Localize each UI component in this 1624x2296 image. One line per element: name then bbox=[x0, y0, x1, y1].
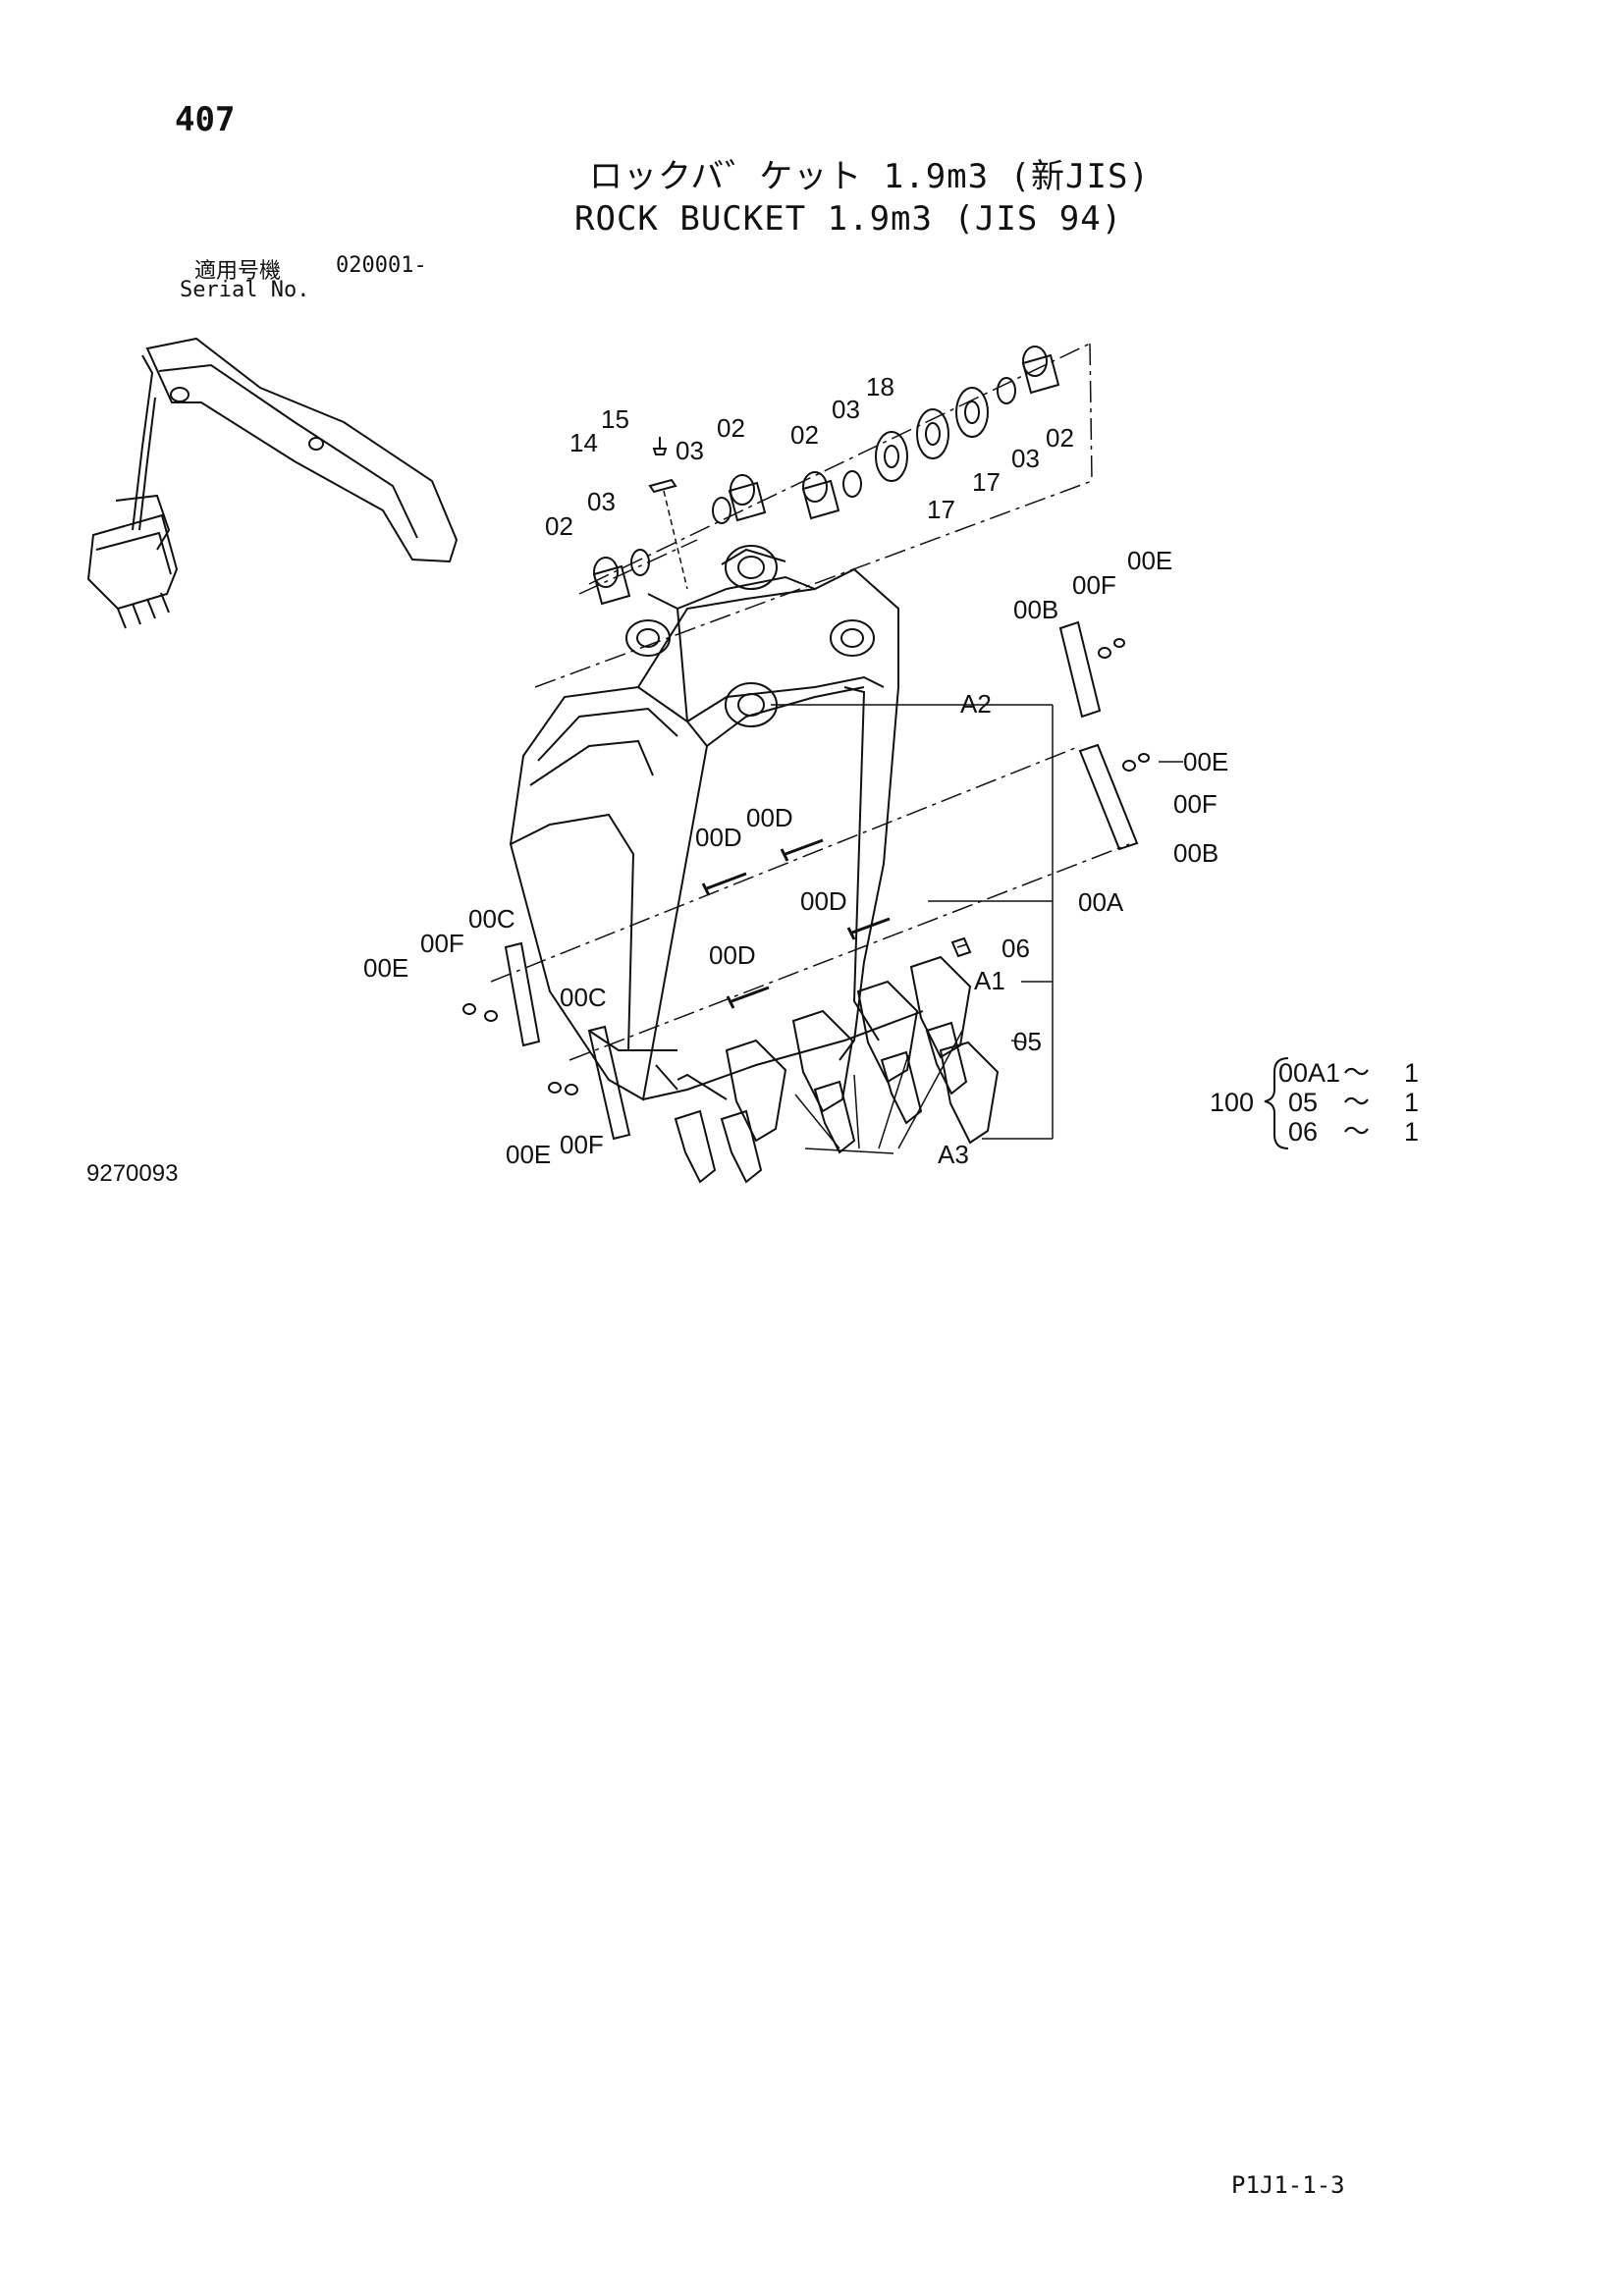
callout-00F: 00F bbox=[1173, 789, 1218, 819]
callout-00D: 00D bbox=[695, 823, 742, 852]
kit-item-qty: 1 bbox=[1404, 1117, 1419, 1147]
excavator-key-view bbox=[86, 337, 459, 629]
callout-00E: 00E bbox=[1183, 747, 1228, 776]
callout-03: 03 bbox=[832, 395, 860, 424]
kit-item-sep: 〜 bbox=[1343, 1117, 1370, 1147]
callout-A2: A2 bbox=[960, 689, 992, 719]
kit-item-sep: 〜 bbox=[1343, 1058, 1370, 1088]
callout-00C: 00C bbox=[468, 904, 515, 934]
callout-17: 17 bbox=[972, 467, 1001, 497]
callout-00E: 00E bbox=[363, 953, 408, 983]
callout-00D: 00D bbox=[709, 940, 756, 970]
kit-item-qty: 1 bbox=[1404, 1088, 1419, 1117]
serial-value: 020001- bbox=[336, 253, 427, 278]
kit-breakdown: 100 00A1 〜 1 05 〜 1 06 〜 1 bbox=[1210, 1057, 1419, 1149]
kit-item-qty: 1 bbox=[1404, 1058, 1419, 1088]
callout-labels: 15 14 03 02 02 03 18 03 02 02 03 17 17 0… bbox=[363, 372, 1228, 1169]
callout-00A: 00A bbox=[1078, 887, 1124, 917]
callout-00F: 00F bbox=[420, 929, 464, 958]
kit-item-part: 05 bbox=[1288, 1088, 1318, 1117]
callout-03: 03 bbox=[587, 487, 616, 516]
bucket-body bbox=[509, 545, 924, 1101]
callout-18: 18 bbox=[866, 372, 894, 401]
callout-05: 05 bbox=[1013, 1027, 1042, 1056]
callout-00E: 00E bbox=[506, 1140, 551, 1169]
callout-02: 02 bbox=[717, 413, 745, 443]
callout-06: 06 bbox=[1001, 934, 1030, 963]
callout-00D: 00D bbox=[746, 803, 793, 832]
callout-00B: 00B bbox=[1173, 838, 1218, 868]
callout-02: 02 bbox=[1046, 423, 1074, 453]
serial-label-japanese: 適用号機 bbox=[194, 259, 282, 284]
side-cutters-and-fasteners bbox=[462, 620, 1150, 1141]
page-number: 407 bbox=[175, 100, 236, 139]
serial-label-english: Serial No. bbox=[180, 278, 310, 302]
kit-item-part: 00A1 bbox=[1278, 1058, 1340, 1088]
callout-00C: 00C bbox=[560, 983, 607, 1012]
callout-00F: 00F bbox=[560, 1130, 604, 1159]
callout-00F: 00F bbox=[1072, 570, 1116, 600]
title-japanese: ロックバ゛ケット 1.9m3 (新JIS) bbox=[589, 157, 1150, 196]
callout-A3: A3 bbox=[938, 1140, 969, 1169]
bucket-teeth bbox=[674, 936, 1000, 1184]
pin-bushing-stack bbox=[534, 343, 1093, 688]
callout-14: 14 bbox=[569, 428, 598, 457]
callout-17: 17 bbox=[927, 495, 955, 524]
kit-number: 100 bbox=[1210, 1088, 1254, 1117]
kit-item-part: 06 bbox=[1288, 1117, 1318, 1147]
kit-item-sep: 〜 bbox=[1343, 1088, 1370, 1117]
callout-03: 03 bbox=[676, 436, 704, 465]
callout-02: 02 bbox=[790, 420, 819, 450]
callout-00B: 00B bbox=[1013, 595, 1058, 624]
callout-15: 15 bbox=[601, 404, 629, 434]
callout-02: 02 bbox=[545, 511, 573, 541]
callout-03: 03 bbox=[1011, 444, 1040, 473]
callout-00D: 00D bbox=[800, 886, 847, 916]
leader-lines bbox=[771, 704, 1183, 1154]
title-english: ROCK BUCKET 1.9m3 (JIS 94) bbox=[574, 199, 1123, 239]
callout-A1: A1 bbox=[974, 966, 1005, 995]
callout-00E: 00E bbox=[1127, 546, 1172, 575]
page-code: P1J1-1-3 bbox=[1231, 2171, 1345, 2199]
drawing-number: 9270093 bbox=[86, 1160, 179, 1187]
